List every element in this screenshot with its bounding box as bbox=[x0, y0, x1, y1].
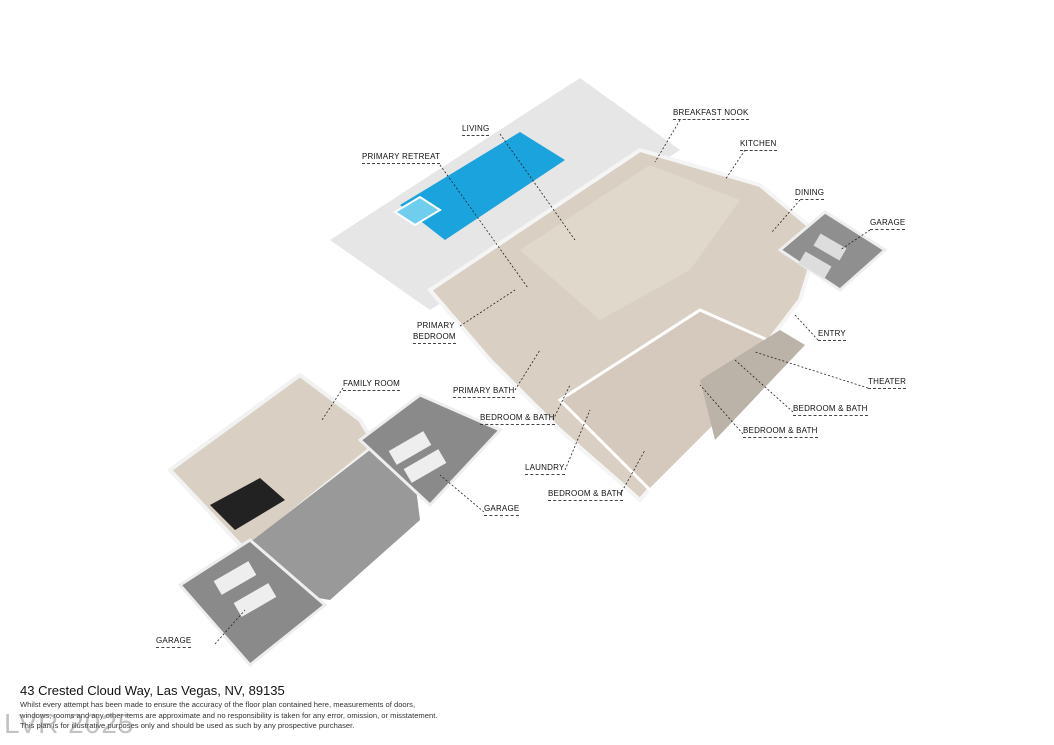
car bbox=[388, 431, 432, 465]
label-kitchen: KITCHEN bbox=[740, 138, 777, 151]
label-garage-west: GARAGE bbox=[156, 635, 192, 648]
property-address: 43 Crested Cloud Way, Las Vegas, NV, 891… bbox=[20, 683, 285, 698]
label-family-room: FAMILY ROOM bbox=[343, 378, 401, 391]
label-garage-east: GARAGE bbox=[870, 217, 906, 230]
disclaimer-line: windows, rooms and any other items are a… bbox=[20, 710, 438, 720]
dark-room bbox=[210, 478, 285, 530]
pool bbox=[400, 132, 565, 240]
car bbox=[798, 251, 832, 279]
label-primary-retreat: PRIMARY RETREAT bbox=[362, 151, 441, 164]
watermark: LVR 2025 bbox=[4, 708, 135, 739]
label-dining: DINING bbox=[795, 187, 825, 200]
leader-lines bbox=[214, 119, 871, 645]
label-bedroom-bath: BEDROOM & BATH bbox=[480, 412, 555, 425]
label-breakfast-nook: BREAKFAST NOOK bbox=[673, 107, 749, 120]
label-primary-bedroom-line1: PRIMARY bbox=[417, 321, 455, 330]
spa bbox=[393, 195, 442, 227]
label-bedroom-bath: BEDROOM & BATH bbox=[793, 403, 868, 416]
label-theater: THEATER bbox=[868, 376, 907, 389]
label-laundry: LAUNDRY bbox=[525, 462, 565, 475]
label-primary-bedroom-line2: BEDROOM bbox=[413, 331, 456, 344]
car bbox=[403, 449, 447, 483]
car bbox=[213, 561, 257, 595]
label-garage-center: GARAGE bbox=[484, 503, 520, 516]
courtyard-garage bbox=[240, 450, 420, 600]
label-entry: ENTRY bbox=[818, 328, 846, 341]
car bbox=[813, 233, 847, 261]
disclaimer-line: This plan is for illustrative purposes o… bbox=[20, 721, 355, 730]
garage-center bbox=[357, 393, 503, 508]
label-bedroom-bath: BEDROOM & BATH bbox=[743, 425, 818, 438]
main-interior bbox=[520, 165, 740, 320]
label-living: LIVING bbox=[462, 123, 490, 136]
car bbox=[233, 583, 277, 617]
theater-room bbox=[700, 330, 805, 440]
disclaimer-line: Whilst every attempt has been made to en… bbox=[20, 700, 416, 709]
label-bedroom-bath: BEDROOM & BATH bbox=[548, 488, 623, 501]
disclaimer: Whilst every attempt has been made to en… bbox=[20, 700, 490, 732]
label-primary-bath: PRIMARY BATH bbox=[453, 385, 515, 398]
